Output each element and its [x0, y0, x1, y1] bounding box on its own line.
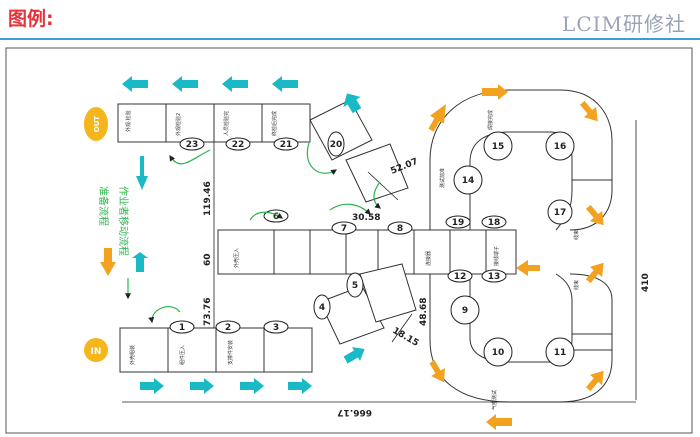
bench-label: 外观检验2: [175, 113, 182, 136]
station-4: 4: [319, 303, 325, 313]
dim-119: 119.46: [203, 181, 213, 216]
bench-label: 外观·检验: [125, 110, 132, 132]
bench-label: 气密测试: [491, 390, 498, 410]
bench-label: 测试前准: [439, 168, 446, 188]
station-15: 15: [492, 142, 505, 152]
station-21: 21: [280, 140, 293, 150]
orange-arrows: [100, 84, 604, 430]
bench-label: 连接器: [425, 251, 432, 266]
in-label: IN: [91, 347, 102, 357]
station-11: 11: [554, 348, 567, 358]
station-18: 18: [488, 218, 501, 228]
outer-frame: [5, 47, 693, 434]
bench-label: 线束: [573, 280, 580, 290]
legend-worker-flow: 作业者移动流程: [117, 186, 130, 256]
dimension-lines: [122, 120, 637, 403]
bench-label: 外壳组装: [129, 345, 136, 365]
top-bench-row: [117, 103, 311, 143]
station-1: 1: [179, 323, 185, 333]
station-9: 9: [462, 306, 468, 316]
out-badge: OUT: [84, 107, 108, 141]
station-23: 23: [186, 140, 199, 150]
station-17: 17: [554, 208, 567, 218]
station-14: 14: [462, 176, 475, 186]
bench-label: 组件压入: [179, 345, 186, 365]
bench-label: 人员检验完: [223, 111, 230, 136]
dim-60: 60: [203, 253, 213, 266]
in-badge: IN: [84, 338, 108, 362]
teal-arrows: [122, 76, 365, 394]
out-label: OUT: [93, 116, 101, 133]
bench-label: 线束: [573, 230, 580, 240]
dim-3058: 30.58: [352, 213, 380, 223]
station-3: 3: [273, 323, 279, 333]
watermark: LCIM研修社: [562, 12, 686, 36]
header-rule: [0, 38, 700, 40]
bench-label: 焊接完成: [487, 110, 494, 130]
dim-73: 73.76: [203, 298, 213, 326]
dim-4868: 48.68: [419, 298, 429, 326]
page-title: 图例:: [8, 8, 54, 30]
bench-label: 外壳压入: [233, 248, 240, 268]
station-19: 19: [452, 218, 465, 228]
center-bench-row: [217, 229, 517, 275]
bottom-bench-row: [119, 327, 313, 373]
bench-label: 终检后完成: [271, 111, 278, 136]
station-22: 22: [232, 140, 245, 150]
bench-label: 接线端子: [493, 246, 500, 266]
lower-u-cell: [429, 273, 613, 403]
layout-diagram: 外观·检验 外观检验2 人员检验完 终检后完成 外壳组装 组件压入 支撑件安装 …: [5, 47, 693, 434]
dim-410: 410: [641, 273, 651, 292]
station-20: 20: [330, 140, 343, 150]
worker-flow-curves: [148, 139, 381, 324]
station-6: 6: [273, 212, 279, 222]
dim-bottom: 666.17: [337, 407, 372, 417]
station-5: 5: [352, 281, 358, 291]
station-2: 2: [225, 323, 231, 333]
bench-label: 支撑件安装: [227, 340, 234, 365]
station-7: 7: [341, 224, 347, 234]
legend-prep-flow: 准备流程: [97, 186, 110, 226]
station-markers: [169, 131, 575, 367]
station-16: 16: [554, 142, 567, 152]
station-10: 10: [492, 348, 505, 358]
upper-u-cell: [429, 89, 613, 231]
station-13: 13: [488, 272, 501, 282]
station-12: 12: [454, 272, 467, 282]
station-8: 8: [397, 224, 403, 234]
